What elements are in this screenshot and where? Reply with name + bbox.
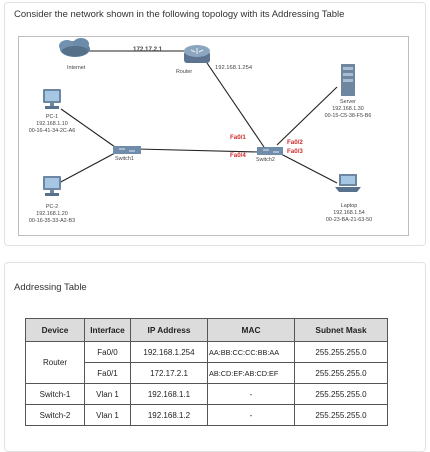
interface-cell: Fa0/0 [84,341,131,363]
pc2-icon [43,176,61,196]
laptop-icon [335,174,361,192]
topology-diagram: 172.17.2.1 Internet Router 192.168.1.254… [18,36,409,236]
pc1-mac: 00-16-41-34-2C-A6 [28,128,76,134]
switch2-label: Switch2 [256,157,275,163]
laptop-labels: Laptop 192.168.1.54 00-23-BA-21-63-50 [313,203,385,224]
pc1-name: PC-1 [45,114,59,120]
switch1-icon [113,146,141,154]
server-name: Server [340,99,356,105]
switch2-icon [257,147,283,155]
question-text: Consider the network shown in the follow… [14,9,345,20]
cloud-icon [59,38,90,57]
column-header: Interface [84,318,131,342]
laptop-mac: 00-23-BA-21-63-50 [325,217,373,223]
lan-network-label: 192.168.1.254 [215,65,253,71]
mac-cell: - [207,383,295,405]
pc2-ip: 192.168.1.20 [36,211,68,217]
wan-network-label: 172.17.2.1 [133,46,163,53]
column-header: IP Address [130,318,208,342]
interface-cell: Vlan 1 [84,404,131,426]
pc1-icon [43,89,61,109]
router-label: Router [176,69,193,75]
mac-cell: - [207,404,295,426]
link-switch2-laptop [280,153,338,184]
ip-cell: 192.168.1.2 [130,404,208,426]
server-mac: 00-15-C5-38-F5-B6 [324,113,372,119]
port-switch2-fa02: Fa0/2 [287,139,303,146]
ip-cell: 192.168.1.254 [130,341,208,363]
port-router-fa01: Fa0/1 [230,134,246,141]
mask-cell: 255.255.255.0 [294,341,388,363]
link-switch2-server [276,86,338,146]
router-icon [184,45,210,63]
interface-cell: Fa0/1 [84,362,131,384]
table-header-row: Device Interface IP Address MAC Subnet M… [25,318,388,342]
link-router-switch2 [206,62,265,148]
laptop-ip: 192.168.1.54 [333,210,365,216]
interface-cell: Vlan 1 [84,383,131,405]
port-switch2-fa04: Fa0/4 [230,152,246,159]
column-header: Subnet Mask [294,318,388,342]
device-cell: Switch-1 [25,383,85,405]
mask-cell: 255.255.255.0 [294,362,388,384]
switch1-label: Switch1 [115,156,134,162]
pc2-labels: PC-2 192.168.1.20 00-16-35-33-A2-B3 [19,204,85,225]
pc1-ip: 192.168.1.10 [36,121,68,127]
link-pc2-switch1 [56,152,116,185]
device-cell: Router [25,341,85,384]
mask-cell: 255.255.255.0 [294,404,388,426]
laptop-name: Laptop [340,203,358,209]
mac-cell: AB:CD:EF:AB:CD:EF [207,362,295,384]
table-row: Switch-1 Vlan 1 192.168.1.1 - 255.255.25… [25,383,388,405]
pc1-labels: PC-1 192.168.1.10 00-16-41-34-2C-A6 [19,114,85,135]
mac-cell: AA:BB:CC:CC:BB:AA [207,341,295,363]
link-pc1-switch1 [60,108,116,148]
table-row: Fa0/1 172.17.2.1 AB:CD:EF:AB:CD:EF 255.2… [26,362,388,384]
table-row: Switch-2 Vlan 1 192.168.1.2 - 255.255.25… [25,404,388,426]
mask-cell: 255.255.255.0 [294,383,388,405]
server-labels: Server 192.168.1.30 00-15-C5-38-F5-B6 [315,99,381,120]
ip-cell: 192.168.1.1 [130,383,208,405]
addressing-table: Device Interface IP Address MAC Subnet M… [25,318,388,426]
topology-lines [43,38,361,196]
addressing-heading: Addressing Table [14,282,87,293]
table-row: Router Fa0/0 192.168.1.254 AA:BB:CC:CC:B… [25,341,388,384]
server-icon [341,64,355,96]
pc2-name: PC-2 [45,204,59,210]
port-switch2-fa03: Fa0/3 [287,148,303,155]
link-switch1-switch2 [136,148,260,153]
pc2-mac: 00-16-35-33-A2-B3 [28,218,76,224]
column-header: Device [25,318,85,342]
server-ip: 192.168.1.30 [332,106,364,112]
internet-label: Internet [67,65,86,71]
device-cell: Switch-2 [25,404,85,426]
column-header: MAC [207,318,295,342]
ip-cell: 172.17.2.1 [130,362,208,384]
